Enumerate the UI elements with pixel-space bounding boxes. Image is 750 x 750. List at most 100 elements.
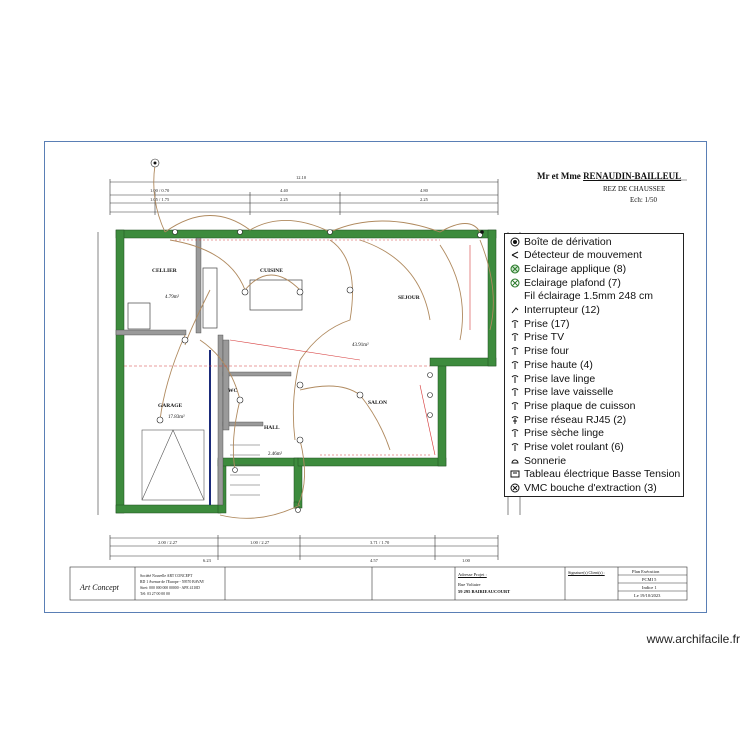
vmc-icon — [508, 482, 522, 494]
legend-label: Prise haute (4) — [524, 358, 593, 371]
room-sejour-label: SEJOUR — [398, 295, 420, 301]
legend-label: Tableau électrique Basse Tension — [524, 468, 681, 481]
dim-top-sub-2: 2.25 — [280, 197, 288, 202]
legend-label: Fil éclairage 1.5mm 248 cm — [524, 290, 653, 303]
legend-row: VMC bouche d'extraction (3) — [505, 482, 657, 495]
project-address-2: 59 295 BAIRIEAUCOURT — [458, 589, 511, 594]
level-label: REZ DE CHAUSSEE — [603, 185, 666, 193]
outlet-icon — [508, 359, 522, 371]
legend-label: Prise TV — [524, 331, 565, 344]
outlet-icon — [508, 441, 522, 453]
legend-row: Prise TV — [505, 331, 564, 344]
room-garage-area: 17.83m² — [168, 415, 185, 420]
garage-stairs — [141, 429, 260, 501]
switch-icon — [508, 304, 522, 316]
wiring — [153, 164, 494, 519]
legend-row: Tableau électrique Basse Tension — [505, 468, 680, 481]
company-line-2: RD 1 Avenue de l'Europe - 59570 BAVAY — [140, 580, 205, 584]
legend-row: Prise volet roulant (6) — [505, 441, 624, 454]
title-block-frame — [69, 566, 688, 601]
signature-label: Signature(s) Client(s) : — [568, 570, 605, 575]
project-label: Adresse Projet : — [458, 572, 487, 577]
legend-label: Interrupteur (12) — [524, 304, 600, 316]
outlet-icon — [508, 427, 522, 439]
legend-label: Prise volet roulant (6) — [524, 441, 624, 453]
motion-detector-icon — [508, 249, 522, 261]
ceiling-light-icon — [508, 277, 522, 289]
room-wc-label: WC — [228, 388, 238, 394]
dimension-ticks — [109, 179, 499, 560]
outlet-icon — [508, 373, 522, 385]
legend-spacer — [508, 290, 522, 302]
legend-row: Prise sèche linge — [505, 427, 604, 440]
legend-row: Sonnerie — [505, 454, 566, 467]
legend-label: Prise réseau RJ45 (2) — [524, 413, 627, 426]
dim-top-seg-1: 1.00 / 0.70 — [150, 188, 170, 193]
annotation-lines — [124, 239, 471, 456]
plan-code: PCMI 5 — [642, 577, 657, 582]
room-hall-area: 2.46m² — [268, 452, 283, 457]
interior-walls — [115, 237, 292, 506]
client-title: Mr et Mme RENAUDIN-BAILLEUL — [537, 171, 681, 181]
company-logo: Art Concept — [80, 583, 119, 592]
room-cuisine-label: CUISINE — [260, 268, 283, 274]
wall-light-icon — [508, 263, 522, 275]
network-outlet-icon — [508, 414, 522, 426]
dim-top-total: 12.10 — [296, 175, 307, 180]
plan-index: Indice 1 — [642, 585, 657, 590]
company-line-4: Tél: 03 27 00 00 00 — [140, 592, 170, 596]
room-hall-label: HALL — [264, 425, 280, 431]
legend-row: Eclairage applique (8) — [505, 262, 626, 275]
living-area: 43.91m² — [352, 343, 369, 348]
legend-label: Sonnerie — [524, 454, 567, 467]
company-line-1: Société Nouvelle ART CONCEPT — [140, 574, 193, 578]
legend-row: Prise (17) — [505, 317, 570, 330]
kitchen-island — [127, 267, 303, 330]
legend-row: Boîte de dérivation — [505, 235, 612, 248]
client-prefix: Mr et Mme — [537, 171, 581, 181]
plan-label: Plan Exécution — [632, 569, 660, 574]
legend-label: Prise four — [524, 345, 569, 358]
legend-row: Prise haute (4) — [505, 358, 593, 371]
legend-row: Détecteur de mouvement — [505, 249, 642, 262]
room-cellier-area: 4.79m² — [165, 295, 180, 300]
plan-date: Le 19/10/2023 — [634, 593, 661, 598]
dim-bottom-total-right: 1.00 — [462, 558, 470, 563]
dim-bottom-seg-2: 1.00 / 2.27 — [250, 540, 270, 545]
site-watermark: www.archifacile.fr — [646, 632, 740, 646]
dim-top-seg-2: 4.40 — [280, 188, 288, 193]
outlet-icon — [508, 386, 522, 398]
dim-top-seg-3: 4.80 — [420, 188, 428, 193]
legend-row: Prise réseau RJ45 (2) — [505, 413, 626, 426]
legend-label: Prise lave linge — [524, 372, 596, 385]
legend-row: Prise plaque de cuisson — [505, 399, 636, 412]
junction-box-icon — [508, 236, 522, 248]
project-address-1: Rue Voltaire — [458, 582, 481, 587]
dim-top-sub-1: 1.05 / 1.75 — [150, 197, 170, 202]
outlet-icon — [508, 345, 522, 357]
electrical-symbols — [150, 158, 483, 513]
junction-box-marker — [153, 161, 484, 234]
outlet-icon — [508, 331, 522, 343]
legend-label: Prise sèche linge — [524, 427, 604, 440]
dim-bottom-seg-3: 3.71 / 1.70 — [370, 540, 390, 545]
legend-label: VMC bouche d'extraction (3) — [524, 482, 657, 495]
dim-bottom-total-mid: 4.57 — [370, 558, 378, 563]
dim-bottom-seg-1: 2.00 / 2.27 — [158, 540, 178, 545]
legend-label: Eclairage applique (8) — [524, 262, 627, 275]
dim-top-sub-3: 2.25 — [420, 197, 428, 202]
company-line-3: Siret: 000 000 000 00000 - APE 4110D — [140, 586, 200, 590]
electrical-panel-icon — [508, 468, 522, 480]
legend-label: Prise plaque de cuisson — [524, 399, 636, 412]
dim-bottom-total-left: 6.23 — [203, 558, 211, 563]
legend-row: Eclairage plafond (7) — [505, 276, 621, 289]
outlet-icon — [508, 318, 522, 330]
legend-row: Prise four — [505, 345, 569, 358]
legend-row: Fil éclairage 1.5mm 248 cm — [505, 290, 653, 303]
legend-row: Prise lave linge — [505, 372, 595, 385]
client-name: RENAUDIN-BAILLEUL — [583, 171, 682, 181]
room-cellier-label: CELLIER — [152, 268, 177, 274]
legend-label: Eclairage plafond (7) — [524, 276, 621, 289]
room-garage-label: GARAGE — [158, 403, 183, 409]
